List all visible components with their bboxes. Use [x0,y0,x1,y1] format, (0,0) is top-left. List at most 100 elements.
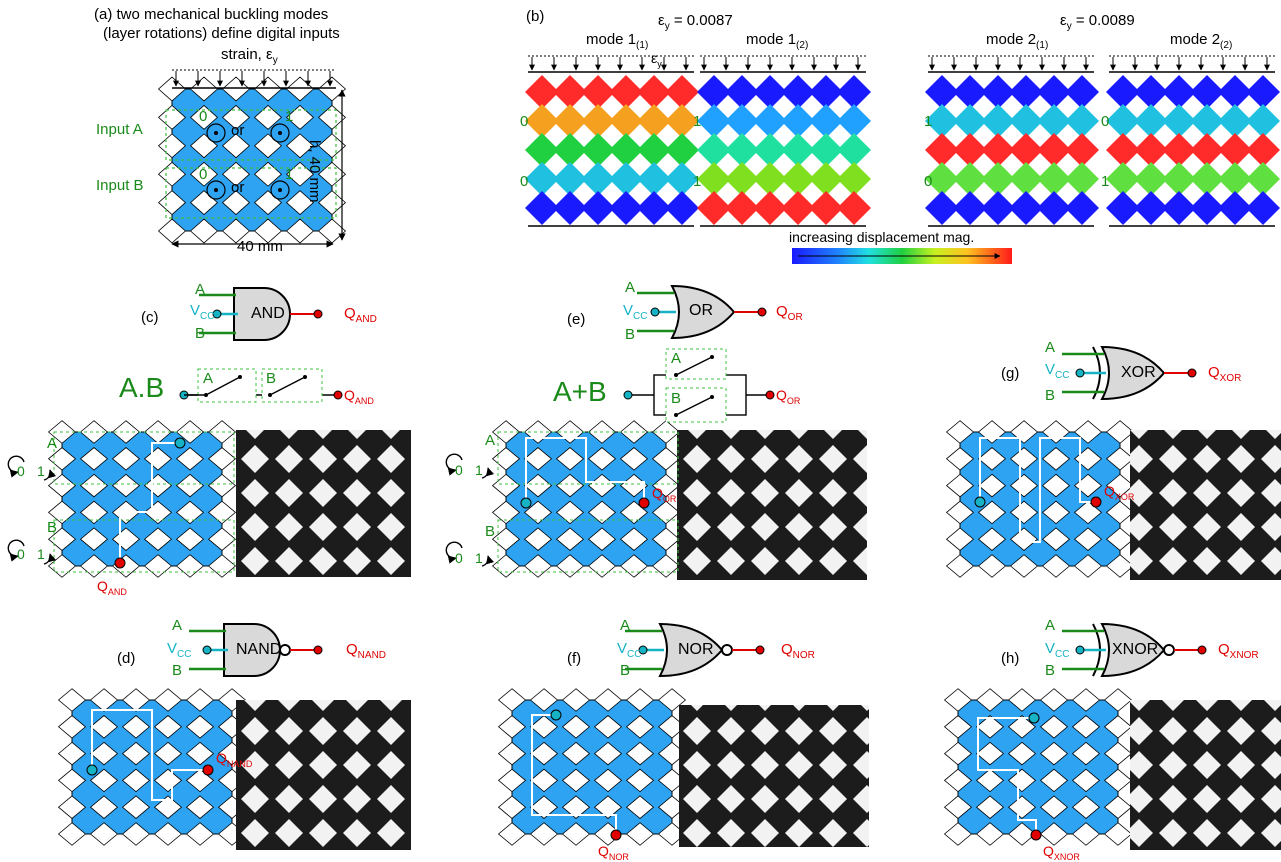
gate-e-output-sub: OR [787,312,803,323]
mode-cell [609,75,643,109]
mode-cell [1162,133,1196,167]
mode-cell [609,162,643,196]
mode-cell [1246,133,1280,167]
mode-cell [981,162,1015,196]
gate-g-output: QXOR [1208,364,1241,384]
switch-c-a-label: A [203,370,214,387]
mode-1-1-title: mode 1(1) [586,31,648,51]
mode-cell [1134,75,1168,109]
lattice-c-a-zero: 0 [17,463,25,479]
mode-cell [953,75,987,109]
mode-cell [1162,75,1196,109]
lattice-or-out-node [638,497,650,509]
panel-a-lattice [157,76,347,244]
lattice-nor-lattice [497,688,687,846]
mode-cell [1162,191,1196,225]
mode-cell [1190,104,1224,138]
gate-e-input-b: B [625,326,636,343]
mode-cell [1162,162,1196,196]
gate-c-vcc: VCC [190,302,214,322]
mode-cell [553,162,587,196]
lattice-e-output-q: Q [652,485,663,501]
mode-cell [581,191,615,225]
lattice-nor-out-node [610,829,622,841]
colorbar-label: increasing displacement mag. [789,229,975,245]
lattice-h-output-q: Q [1043,843,1054,859]
gate-h-output-q: Q [1218,641,1230,658]
input-a-zero: 0 [199,108,208,125]
width-label: 40 mm [237,238,283,255]
gate-and-symbol [199,287,323,341]
lattice-g-output-sub: XOR [1114,491,1135,502]
gate-f-vcc-v: V [617,640,628,657]
mode-cell [697,133,731,167]
input-b-label: Input B [96,177,144,194]
lattice-xor-wire [979,437,1096,543]
rotation-dot [278,188,282,192]
gate-nor-symbol-body [658,622,724,678]
panel-d-label: (d) [117,650,136,667]
strain-value-2-num: = 0.0089 [1071,12,1135,29]
mode-1-2-left-top: 1 [693,113,702,130]
rotation-dot [278,131,282,135]
mode-cell [837,191,871,225]
lattice-xnor-lattice-holes [943,688,1133,846]
or-switch-a-box [665,348,727,380]
lattice-e-a-label: A [485,432,496,449]
mode-cell [609,104,643,138]
lattice-xnor-wire [977,717,1037,835]
gate-c-expression: A.B [119,372,165,403]
input-b-box [165,167,337,219]
mode-cell [953,104,987,138]
mode-2-2-left-bottom: 1 [1101,173,1110,190]
mode-cell [953,162,987,196]
gate-e-vcc-sub: CC [633,311,648,322]
gate-xnor-symbol-bubble [1163,644,1175,656]
gate-h-output-sub: XNOR [1229,650,1259,661]
gate-c-output-q: Q [344,305,356,322]
rotation-arrow-ccw [7,539,25,562]
mode-cell [1106,104,1140,138]
gate-d-vcc-v: V [167,640,178,657]
lattice-c-output-q: Q [97,578,108,594]
and-switch-b-box [261,368,323,403]
mode-cell [1009,75,1043,109]
gate-c-name: AND [251,305,285,322]
rotation-dot [214,131,218,135]
gate-h-input-a: A [1045,617,1056,634]
lattice-e-b-zero: 0 [455,550,463,566]
mode-cell [1162,104,1196,138]
panel-h-label: (h) [1001,650,1020,667]
input-b-one: 1 [285,166,294,183]
mode-cell [609,191,643,225]
mode-cell [1065,191,1099,225]
lattice-e-b-one: 1 [475,550,483,566]
strain-value-1-num: = 0.0087 [669,12,733,29]
strain-label-sub: y [272,55,278,66]
mode-cell [1190,133,1224,167]
mode-2-1-left-bottom: 0 [924,173,933,190]
mode-cell [1246,75,1280,109]
gate-g-vcc-v: V [1045,361,1056,378]
gate-nand-symbol-bubble [279,644,291,656]
mode-cell [781,191,815,225]
mode-cell [1009,162,1043,196]
lattice-d-output-sub: NAND [226,758,253,769]
rotation-dot [214,188,218,192]
mode-cell [1218,133,1252,167]
mode-2-2-left-top: 0 [1101,113,1110,130]
gate-f-output-sub: NOR [792,650,815,661]
rotation-circle [206,180,226,200]
mode-cell [553,104,587,138]
mode-cell [725,104,759,138]
mode-1-1-sub: (1) [636,40,649,51]
strain-value-2: εy = 0.0089 [1060,12,1135,32]
eps-inline-sub: y [657,58,662,69]
mode-cell [1106,191,1140,225]
rotation-arrow-cw [43,469,57,481]
lattice-c-output: QAND [97,578,127,597]
gate-or-symbol-body [670,284,736,340]
mode-cell [1134,162,1168,196]
mode-cell [1218,75,1252,109]
strain-value-1-sub: y [664,21,670,32]
